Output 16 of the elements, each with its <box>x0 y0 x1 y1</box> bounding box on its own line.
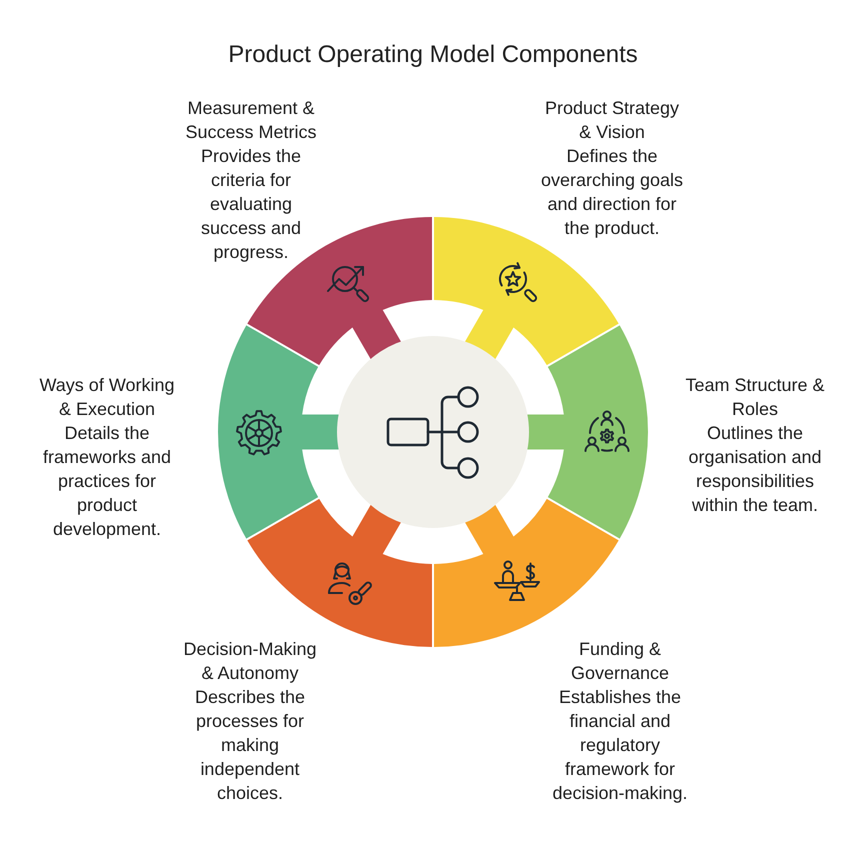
segment-title: Funding & Governance <box>570 638 670 685</box>
segment-title: Product Strategy & Vision <box>544 97 680 144</box>
segment-description: Describes the processes for making independent choices. <box>194 686 306 805</box>
segment-description: Outlines the organisation and responsibilities within the team. <box>687 422 823 517</box>
segment-description: Provides the criteria for evaluating success and progress. <box>200 145 302 264</box>
ring-segment <box>218 325 341 539</box>
segment-title: Measurement & Success Metrics <box>184 97 318 144</box>
segment-description: Details the frameworks and practices for product development. <box>42 422 172 541</box>
segment-title: Team Structure & Roles <box>684 374 826 421</box>
segment-description: Establishes the financial and regulatory framework for decision-making. <box>551 686 689 805</box>
ring-segment <box>525 325 648 539</box>
diagram-title: Product Operating Model Components <box>228 40 638 70</box>
center-circle <box>337 336 529 528</box>
segment-title: Ways of Working & Execution <box>38 374 176 421</box>
segment-description: Defines the overarching goals and direction for the product. <box>540 145 684 240</box>
segment-title: Decision-Making & Autonomy <box>182 638 318 685</box>
